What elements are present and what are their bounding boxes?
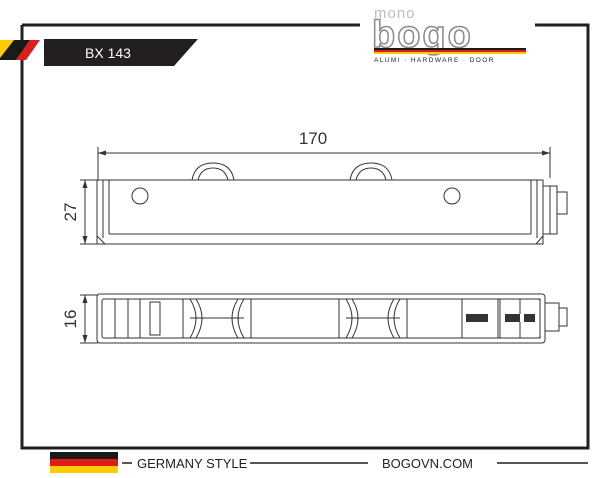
footer-style-label: GERMANY STYLE [137,456,248,471]
logo-flag-yellow [374,52,526,54]
top-view [80,293,568,344]
footer-flag-black [50,452,118,459]
wheel-top-left [191,162,235,181]
adjuster-screw-left [466,314,488,322]
side-body [96,179,544,245]
flag-stripe-red [16,40,40,60]
flag-stripe-yellow [0,40,14,58]
adjuster-block [461,298,499,339]
logo-flag-red [374,50,526,52]
dim-height-side-label: 27 [61,203,80,222]
frame-border [20,23,590,450]
brand-logo: mono bogo ALUMI · HARDWARE · DOOR [362,2,534,64]
logo-flag-black [374,48,526,50]
dim-length-label: 170 [299,129,327,148]
model-code: BX 143 [85,45,131,61]
mounting-hole-right [443,187,461,205]
footer-website: BOGOVN.COM [382,456,473,471]
wheel-top-right [349,162,393,181]
logo-tagline: ALUMI · HARDWARE · DOOR [374,57,495,64]
model-band [44,39,198,66]
footer-flag-red [50,459,118,466]
footer: GERMANY STYLE BOGOVN.COM [50,452,588,473]
dim-height-top-label: 16 [61,310,80,329]
header-band: BX 143 [0,39,198,66]
logo-word-top: mono [374,5,416,22]
footer-flag-yellow [50,466,118,473]
mounting-hole-left [131,187,149,205]
side-view [80,147,568,245]
